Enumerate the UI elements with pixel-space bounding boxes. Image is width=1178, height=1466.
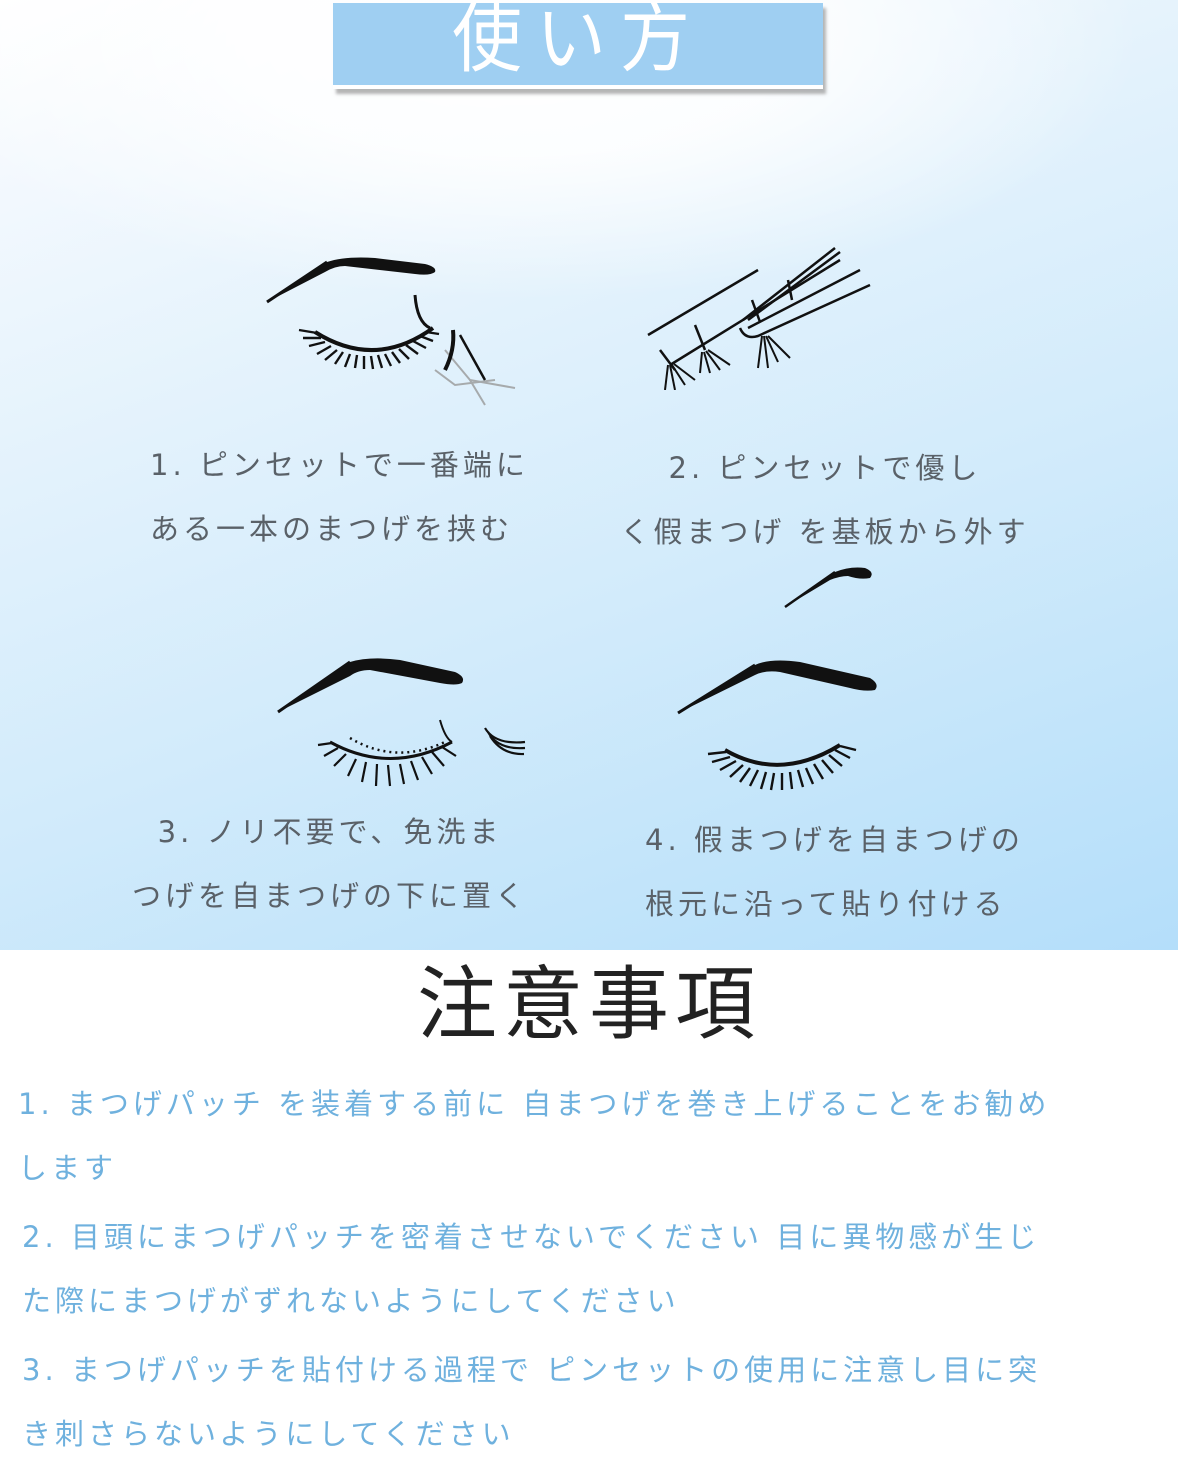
precaution-item-3: 3. まつげパッチを貼付ける過程で ピンセットの使用に注意し目に突 き刺さらない…	[22, 1353, 1042, 1451]
how-to-use-section: 使い方	[0, 0, 1178, 950]
precaution-item-2: 2. 目頭にまつげパッチを密着させないでください 目に異物感が生じ た際にまつげ…	[22, 1220, 1041, 1318]
step-4-text: 4. 假まつげを自まつげの 根元に沿って貼り付ける	[645, 823, 1024, 921]
eyelash-tweezer-pinch-icon	[266, 257, 516, 406]
step-2-text: 2. ピンセットで優し く假まつげ を基板から外す	[620, 451, 1030, 549]
tweezer-remove-lash-icon	[647, 247, 871, 390]
how-to-use-title: 使い方	[452, 0, 704, 84]
lash-place-under-icon	[277, 658, 526, 787]
lash-attached-eye-icon	[677, 567, 877, 791]
how-to-use-banner: 使い方	[333, 0, 823, 89]
step-3-text: 3. ノリ不要で、免洗ま つげを自まつげの下に置く	[131, 815, 528, 913]
step-1-text: 1. ピンセットで一番端に ある一本のまつげを挟む	[150, 448, 529, 546]
precaution-item-1: 1. まつげパッチ を装着する前に 自まつげを巻き上げることをお勧め します	[18, 1087, 1051, 1185]
precautions-title: 注意事項	[417, 958, 761, 1051]
